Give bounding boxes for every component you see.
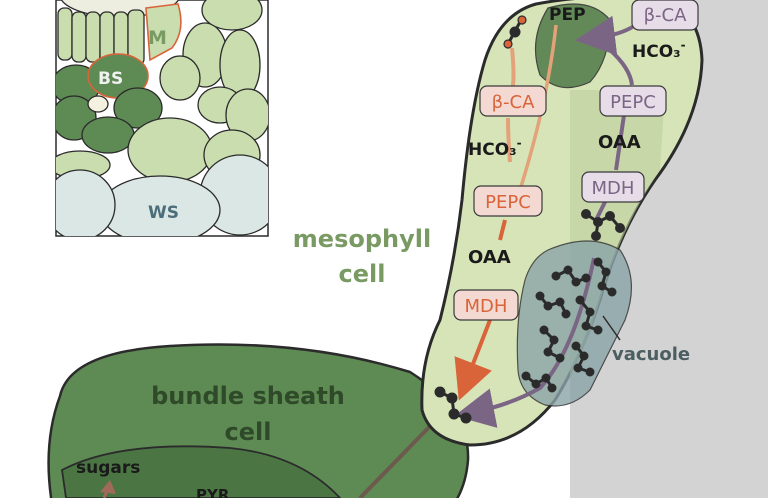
- purple-beta-ca-label: β-CA: [644, 5, 688, 26]
- exported-malate-icon: [434, 386, 472, 424]
- purple-mdh-label: MDH: [592, 178, 635, 199]
- bundle-sheath-label-line1: bundle sheath: [151, 382, 345, 410]
- purple-beta-ca-box: β-CA: [631, 0, 699, 31]
- plasmodesma-connector: [358, 418, 438, 500]
- orange-hco3-label: HCO₃-: [468, 136, 522, 160]
- inset-label-bs: BS: [98, 69, 123, 89]
- orange-beta-ca-box: β-CA: [479, 85, 547, 117]
- purple-pepc-box: PEPC: [599, 85, 667, 117]
- purple-oaa-label: OAA: [598, 132, 641, 153]
- molecule-icons: [434, 15, 625, 424]
- vacuole-pointer: [602, 315, 621, 341]
- inset-label-ws: WS: [148, 203, 179, 223]
- orange-mdh-label: MDH: [465, 296, 508, 317]
- sugars-label: sugars: [76, 458, 140, 478]
- mesophyll-label-line2: cell: [339, 260, 386, 288]
- orange-oaa-label: OAA: [468, 247, 511, 268]
- leaf-cross-section-inset: M BS WS: [55, 0, 269, 237]
- purple-pepc-label: PEPC: [610, 92, 656, 113]
- purple-hco3-label: HCO₃-: [632, 38, 686, 62]
- purple-pep-label: PEP: [549, 5, 586, 25]
- vacuole-label: vacuole: [612, 344, 690, 365]
- purple-mdh-box: MDH: [581, 171, 645, 203]
- malate-molecule-icon: [581, 209, 625, 241]
- pyr-label: PYR: [196, 486, 230, 498]
- orange-pepc-label: PEPC: [485, 192, 531, 213]
- vacuole-malate-icons: [521, 257, 617, 393]
- co2-molecule-icon: [503, 15, 527, 49]
- bundle-sheath-label-line2: cell: [225, 418, 272, 446]
- orange-pepc-box: PEPC: [473, 185, 543, 217]
- inset-label-m: M: [148, 27, 167, 49]
- mesophyll-label-line1: mesophyll: [293, 225, 431, 253]
- orange-beta-ca-label: β-CA: [492, 92, 536, 113]
- bundle-sheath-cell: [47, 343, 470, 503]
- orange-mdh-box: MDH: [453, 289, 519, 321]
